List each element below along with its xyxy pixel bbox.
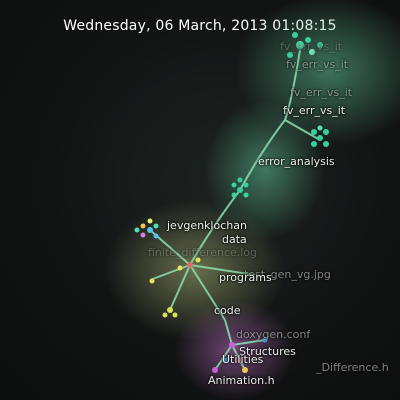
finite-difference-log-label: finite_difference.log: [148, 246, 258, 259]
mid-node-cluster: [311, 125, 329, 147]
overlap-label-top-2: fv_err_vs_it: [286, 58, 349, 71]
overlap-label-top-3: fv_err_vs_it: [290, 86, 353, 99]
code-label: code: [214, 304, 241, 317]
data-cluster: [134, 218, 159, 239]
finite-difference-h-label: _Difference.h: [316, 361, 389, 374]
error-analysis-cluster: [231, 177, 249, 198]
animation-label: Animation.h: [208, 374, 275, 387]
code-cluster: [212, 337, 268, 373]
programs-cluster: [149, 257, 201, 318]
top-file-cluster: [287, 32, 323, 58]
overlap-label-top: fv_err_vs_it: [280, 40, 343, 53]
doxygen-label: doxygen.conf: [236, 328, 311, 341]
test-gen-jpg-label: test_gen_vg.jpg: [244, 268, 331, 281]
fv-err-vs-it-label: fv_err_vs_it: [283, 104, 346, 117]
data-label: data: [222, 233, 247, 246]
error-analysis-label: error_analysis: [258, 155, 335, 168]
tree-edges: [149, 49, 321, 371]
structures-label: Structures: [239, 345, 296, 358]
mid-glow: [205, 100, 325, 240]
utilities-label: Utilities: [222, 353, 264, 366]
user-label: jevgenklochan: [167, 219, 247, 232]
programs-label: programs: [219, 271, 272, 284]
